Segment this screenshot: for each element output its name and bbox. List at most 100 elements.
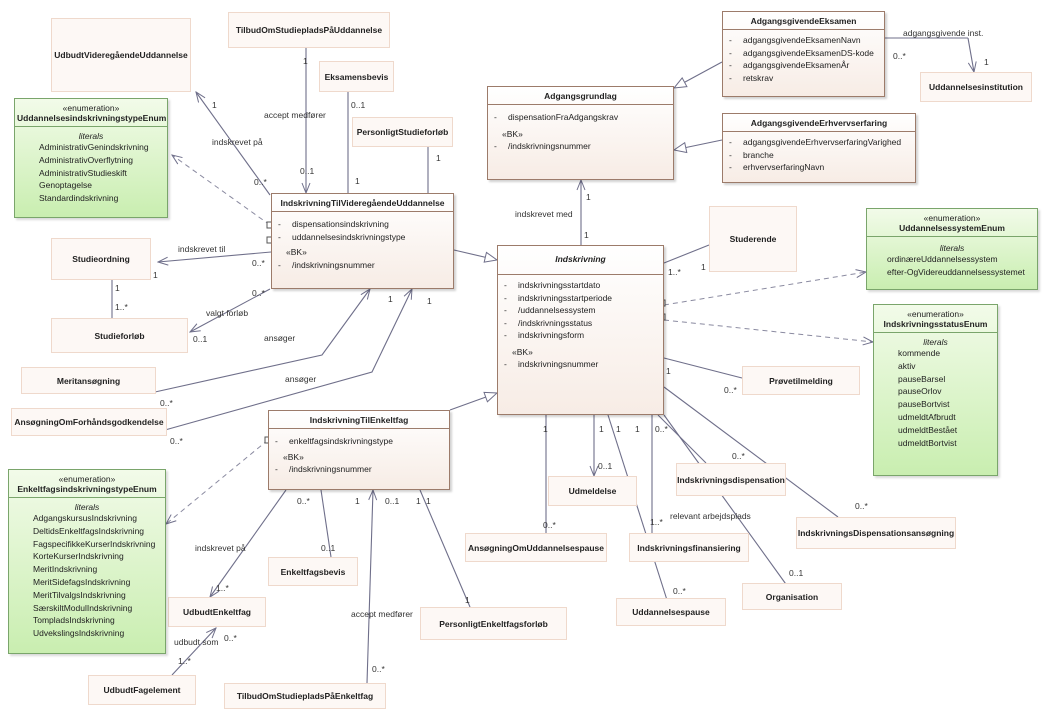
multiplicity: 1	[984, 57, 989, 67]
enum-literal: pauseOrlov	[898, 386, 942, 397]
multiplicity: 1	[416, 496, 421, 506]
attribute-row: -adgangsgivendeEksamenDS-kode	[729, 47, 874, 58]
assoc-enkeltfag-udbudt	[210, 489, 287, 597]
multiplicity: 1	[355, 496, 360, 506]
enum-enkeltfagsindskrivningstype[interactable]: «enumeration»Enkeltfagsindskrivningstype…	[8, 469, 166, 654]
class-personligt-enkeltfagsforlob[interactable]: PersonligtEnkeltfagsforløb	[420, 607, 567, 640]
class-ansogning-uddannelsespause[interactable]: AnsøgningOmUddannelsespause	[465, 533, 607, 562]
multiplicity: 0..*	[855, 501, 868, 511]
multiplicity: 1	[436, 153, 441, 163]
assoc-merit-vg	[154, 289, 370, 393]
class-adgangsgivende-eksamen[interactable]: AdgangsgivendeEksamen -adgangsgivendeEks…	[722, 11, 885, 97]
class-uddannelsesinstitution[interactable]: Uddannelsesinstitution	[920, 72, 1032, 102]
gen-adg-eksamen	[674, 61, 723, 88]
class-indskrivningsfinansiering[interactable]: Indskrivningsfinansiering	[629, 533, 749, 562]
attribute-row: -dispensationsindskrivning	[278, 219, 389, 229]
literals-label: literals	[78, 131, 104, 141]
class-udbudt-fagelement[interactable]: UdbudtFagelement	[88, 675, 196, 705]
multiplicity: 1..*	[650, 517, 663, 527]
multiplicity: 0..1	[789, 568, 804, 578]
multiplicity: 1	[426, 496, 431, 506]
label-indskrevet-paa: indskrevet på	[212, 137, 263, 147]
multiplicity: 0..1	[385, 496, 400, 506]
class-eksamensbevis[interactable]: Eksamensbevis	[319, 61, 394, 92]
class-uddannelsespause[interactable]: Uddannelsespause	[616, 598, 726, 626]
gen-indskr-enkeltfag	[449, 393, 497, 411]
class-provetilmelding[interactable]: Prøvetilmelding	[742, 366, 860, 395]
literals-label: literals	[74, 502, 100, 512]
class-ansogning-forhaandsgodkendelse[interactable]: AnsøgningOmForhåndsgodkendelse	[11, 408, 167, 436]
attribute-row: -/indskrivningsnummer	[278, 259, 375, 270]
label-udbudt-som: udbudt som	[174, 637, 219, 647]
enum-literal: pauseBortvist	[898, 399, 950, 410]
enum-literal: MeritIndskrivning	[33, 564, 98, 575]
enum-literal: aktiv	[898, 360, 916, 371]
class-studieordning[interactable]: Studieordning	[51, 238, 151, 280]
attribute-row: -erhvervserfaringNavn	[729, 162, 825, 172]
multiplicity: 1	[115, 283, 120, 293]
multiplicity: 0..*	[372, 664, 385, 674]
enum-indskrivningsstatus[interactable]: «enumeration»IndskrivningsstatusEnum lit…	[873, 304, 998, 476]
class-indskrivning[interactable]: Indskrivning -indskrivningsstartdato -in…	[497, 245, 664, 415]
assoc-enkeltfag-bevis	[320, 489, 332, 558]
class-udmeldelse[interactable]: Udmeldelse	[548, 476, 637, 506]
class-title: IndskrivningTilEnkeltfag	[269, 411, 449, 429]
multiplicity: 0..*	[673, 586, 686, 596]
enum-literal: SærskiltModulIndskrivning	[33, 602, 133, 613]
class-personligt-studieforlob[interactable]: PersonligtStudieforløb	[352, 117, 453, 147]
multiplicity: 0..*	[160, 398, 173, 408]
multiplicity: 1	[586, 192, 591, 202]
gen-adg-erhverv	[674, 139, 723, 150]
multiplicity: 0..*	[297, 496, 310, 506]
multiplicity: 0..*	[252, 288, 265, 298]
class-enkeltfagsbevis[interactable]: Enkeltfagsbevis	[268, 557, 358, 586]
multiplicity: 0..1	[193, 334, 208, 344]
class-meritansogning[interactable]: Meritansøgning	[21, 367, 156, 394]
multiplicity: 1	[543, 424, 548, 434]
class-adgangsgivende-erhvervserfaring[interactable]: AdgangsgivendeErhvervserfaring -adgangsg…	[722, 113, 916, 183]
enum-literal: ordinæreUddannelsessystem	[887, 254, 998, 264]
attribute-row: -indskrivningsform	[504, 330, 585, 340]
dep-enkeltfag-enum	[166, 439, 269, 524]
assoc-fagelement-udbudt	[171, 628, 216, 676]
class-indskrivning-enkeltfag[interactable]: IndskrivningTilEnkeltfag -enkeltfagsinds…	[268, 410, 450, 490]
class-udbudt-enkeltfag[interactable]: UdbudtEnkeltfag	[168, 597, 266, 627]
class-indskrivnings-dispensationsansogning[interactable]: IndskrivningsDispensationsansøgning	[796, 517, 956, 549]
class-title: Indskrivning	[498, 246, 663, 275]
enum-uddannelsessystem[interactable]: «enumeration»UddannelsessystemEnum liter…	[866, 208, 1038, 290]
assoc-indskr-dispans	[663, 386, 839, 518]
multiplicity: 1..*	[216, 583, 229, 593]
multiplicity: 1	[153, 270, 158, 280]
label-ansoger: ansøger	[285, 374, 317, 384]
multiplicity: 1	[616, 424, 621, 434]
class-tilbud-studieplads[interactable]: TilbudOmStudiepladsPåUddannelse	[228, 12, 390, 48]
attribute-row: -/uddannelsessystem	[504, 305, 596, 315]
class-adgangsgrundlag[interactable]: Adgangsgrundlag -dispensationFraAdgangsk…	[487, 86, 674, 180]
class-studerende[interactable]: Studerende	[709, 206, 797, 272]
class-title: IndskrivningTilVideregåendeUddannelse	[272, 194, 453, 212]
multiplicity: 1	[465, 595, 470, 605]
class-tilbud-studieplads-enkeltfag[interactable]: TilbudOmStudiepladsPåEnkeltfag	[224, 683, 386, 709]
multiplicity: 0..1	[351, 100, 366, 110]
class-organisation[interactable]: Organisation	[742, 583, 842, 610]
gen-indskr-vg	[453, 249, 497, 260]
dep-indskr-uddsystem	[663, 272, 866, 306]
attribute-row: -indskrivningsnummer	[504, 359, 599, 369]
enum-uddannelsesindskrivningstype[interactable]: «enumeration»Uddannelsesindskrivningstyp…	[14, 98, 168, 218]
enum-literal: KorteKurserIndskrivning	[33, 551, 124, 562]
class-indskrivningsdispensation[interactable]: Indskrivningsdispensation	[676, 463, 786, 496]
class-studieforlob[interactable]: Studieforløb	[51, 318, 188, 353]
class-indskrivning-videregaaende[interactable]: IndskrivningTilVideregåendeUddannelse -d…	[271, 193, 454, 289]
class-udbudt-videregaaende[interactable]: UdbudtVideregåendeUddannelse	[51, 18, 191, 92]
multiplicity: 1	[212, 100, 217, 110]
attribute-row: -/indskrivningsstatus	[504, 317, 593, 328]
enum-literal: DeltidsEnkeltfagsIndskrivning	[33, 525, 145, 536]
label-ansoger: ansøger	[264, 333, 296, 343]
multiplicity: 1	[427, 296, 432, 306]
business-key-label: «BK»	[283, 451, 304, 462]
multiplicity: 0..*	[893, 51, 906, 61]
enum-literal: Genoptagelse	[39, 180, 92, 191]
class-title: AdgangsgivendeErhvervserfaring	[723, 114, 915, 132]
attribute-row: -adgangsgivendeErhvervserfaringVarighed	[729, 137, 902, 147]
assoc-vg-forlob	[190, 288, 271, 332]
